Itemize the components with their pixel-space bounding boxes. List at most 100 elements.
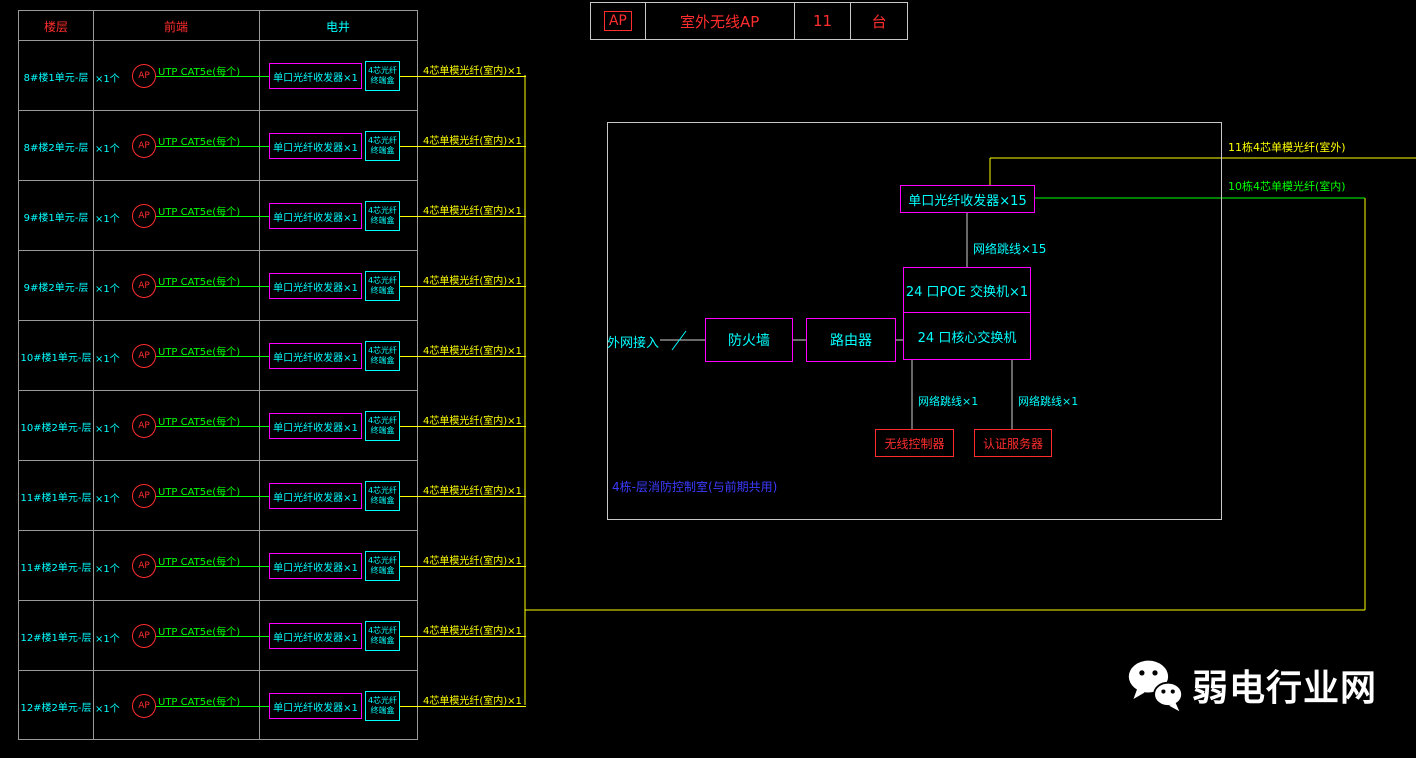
fiber-terminal-line1: 4芯光纤	[367, 696, 398, 705]
core-switch-box: 24 口核心交换机	[903, 312, 1031, 360]
indoor-fiber-line	[400, 286, 526, 287]
floor-label: 9#楼2单元-层	[23, 282, 89, 294]
wireless-controller-box: 无线控制器	[875, 429, 954, 457]
watermark: 弱电行业网	[1126, 656, 1377, 714]
indoor-fiber-line	[400, 426, 526, 427]
fiber-terminal-box: 4芯光纤 终端盒	[365, 341, 400, 371]
ap-symbol: AP	[132, 414, 156, 438]
indoor-fiber-label: 4芯单模光纤(室内)×1	[423, 346, 522, 357]
legend-symbol-cell: AP	[591, 3, 646, 39]
fiber-terminal-box: 4芯光纤 终端盒	[365, 691, 400, 721]
indoor-fiber-label: 4芯单模光纤(室内)×1	[423, 626, 522, 637]
utp-cable-line	[156, 216, 269, 217]
legend-device-name: 室外无线AP	[646, 3, 795, 39]
ap-symbol: AP	[132, 204, 156, 228]
utp-cable-line	[156, 146, 269, 147]
fiber-transceiver-box: 单口光纤收发器×1	[269, 203, 362, 229]
floor-label: 10#楼2单元-层	[20, 422, 92, 434]
fiber-terminal-line2: 终端盒	[370, 146, 395, 155]
table-row: 11#楼1单元-层 ×1个 AP UTP CAT5e(每个) 单口光纤收发器×1…	[19, 461, 526, 531]
fiber-terminal-line1: 4芯光纤	[367, 556, 398, 565]
ap-symbol: AP	[132, 134, 156, 158]
floor-label: 11#楼1单元-层	[20, 492, 92, 504]
fiber-terminal-box: 4芯光纤 终端盒	[365, 621, 400, 651]
ap-quantity-label: ×1个	[95, 214, 120, 225]
table-row: 10#楼1单元-层 ×1个 AP UTP CAT5e(每个) 单口光纤收发器×1…	[19, 321, 526, 391]
fiber-terminal-box: 4芯光纤 终端盒	[365, 271, 400, 301]
fiber-terminal-line2: 终端盒	[370, 566, 395, 575]
control-room-boundary	[607, 122, 1222, 520]
fiber-terminal-box: 4芯光纤 终端盒	[365, 201, 400, 231]
fiber-transceiver-box: 单口光纤收发器×1	[269, 413, 362, 439]
header-floor: 楼层	[43, 19, 68, 34]
indoor-fiber-label: 4芯单模光纤(室内)×1	[423, 136, 522, 147]
control-room-note: 4栋-层消防控制室(与前期共用)	[612, 480, 778, 494]
floor-distribution-table: 楼层 前端 电井 8#楼1单元-层 ×1个 AP UTP CAT5e(每个) 单…	[18, 10, 526, 741]
wechat-icon	[1128, 660, 1184, 712]
ap-symbol: AP	[132, 274, 156, 298]
ap-quantity-label: ×1个	[95, 284, 120, 295]
fiber-terminal-line1: 4芯光纤	[367, 346, 398, 355]
fiber-terminal-line2: 终端盒	[370, 356, 395, 365]
fiber-terminal-box: 4芯光纤 终端盒	[365, 481, 400, 511]
header-electrical-shaft: 电井	[325, 19, 350, 34]
network-jumper-1-label: 网络跳线×1	[1016, 393, 1081, 409]
fiber-terminal-line2: 终端盒	[370, 496, 395, 505]
ap-quantity-label: ×1个	[95, 634, 120, 645]
poe-switch-box: 24 口POE 交换机×1	[903, 267, 1031, 313]
table-row: 8#楼1单元-层 ×1个 AP UTP CAT5e(每个) 单口光纤收发器×1 …	[19, 41, 526, 111]
ap-quantity-label: ×1个	[95, 144, 120, 155]
indoor-trunk-fiber-label: 10栋4芯单模光纤(室内)	[1228, 180, 1346, 193]
fiber-terminal-line2: 终端盒	[370, 636, 395, 645]
table-row: 10#楼2单元-层 ×1个 AP UTP CAT5e(每个) 单口光纤收发器×1…	[19, 391, 526, 461]
floor-label: 11#楼2单元-层	[20, 562, 92, 574]
ap-symbol: AP	[132, 624, 156, 648]
network-jumper-1-label: 网络跳线×1	[916, 393, 981, 409]
fiber-terminal-line2: 终端盒	[370, 216, 395, 225]
floor-label: 12#楼1单元-层	[20, 632, 92, 644]
ap-quantity-label: ×1个	[95, 564, 120, 575]
ap-symbol-badge: AP	[603, 11, 632, 31]
fiber-terminal-line2: 终端盒	[370, 286, 395, 295]
utp-cable-line	[156, 356, 269, 357]
ap-quantity-label: ×1个	[95, 494, 120, 505]
utp-cable-line	[156, 286, 269, 287]
fiber-transceiver-box: 单口光纤收发器×1	[269, 693, 362, 719]
fiber-terminal-box: 4芯光纤 终端盒	[365, 131, 400, 161]
ap-quantity-label: ×1个	[95, 424, 120, 435]
indoor-fiber-label: 4芯单模光纤(室内)×1	[423, 276, 522, 287]
router-box: 路由器	[806, 318, 896, 362]
fiber-terminal-line1: 4芯光纤	[367, 626, 398, 635]
indoor-fiber-line	[400, 216, 526, 217]
indoor-fiber-line	[400, 496, 526, 497]
fiber-terminal-line1: 4芯光纤	[367, 276, 398, 285]
utp-cable-label: UTP CAT5e(每个)	[158, 697, 241, 708]
utp-cable-label: UTP CAT5e(每个)	[158, 207, 241, 218]
utp-cable-line	[156, 426, 269, 427]
fiber-transceiver-box: 单口光纤收发器×1	[269, 273, 362, 299]
fiber-transceiver-box: 单口光纤收发器×1	[269, 133, 362, 159]
column-separator	[93, 11, 94, 739]
fiber-terminal-box: 4芯光纤 终端盒	[365, 61, 400, 91]
ap-quantity-label: ×1个	[95, 704, 120, 715]
fiber-terminal-line1: 4芯光纤	[367, 416, 398, 425]
indoor-fiber-line	[400, 706, 526, 707]
column-separator	[259, 11, 260, 739]
indoor-fiber-line	[400, 636, 526, 637]
table-row: 8#楼2单元-层 ×1个 AP UTP CAT5e(每个) 单口光纤收发器×1 …	[19, 111, 526, 181]
table-row: 12#楼2单元-层 ×1个 AP UTP CAT5e(每个) 单口光纤收发器×1…	[19, 671, 526, 741]
indoor-fiber-label: 4芯单模光纤(室内)×1	[423, 696, 522, 707]
fiber-transceiver-box: 单口光纤收发器×1	[269, 483, 362, 509]
fiber-terminal-line2: 终端盒	[370, 76, 395, 85]
fiber-transceiver-box: 单口光纤收发器×1	[269, 343, 362, 369]
fiber-terminal-line2: 终端盒	[370, 426, 395, 435]
external-access-label: 外网接入	[607, 336, 660, 351]
legend-device-count: 11	[795, 3, 852, 39]
watermark-brand-text: 弱电行业网	[1192, 668, 1378, 709]
indoor-fiber-label: 4芯单模光纤(室内)×1	[423, 206, 522, 217]
fiber-terminal-line1: 4芯光纤	[367, 486, 398, 495]
indoor-fiber-label: 4芯单模光纤(室内)×1	[423, 556, 522, 567]
indoor-fiber-label: 4芯单模光纤(室内)×1	[423, 66, 522, 77]
floor-label: 10#楼1单元-层	[20, 352, 92, 364]
